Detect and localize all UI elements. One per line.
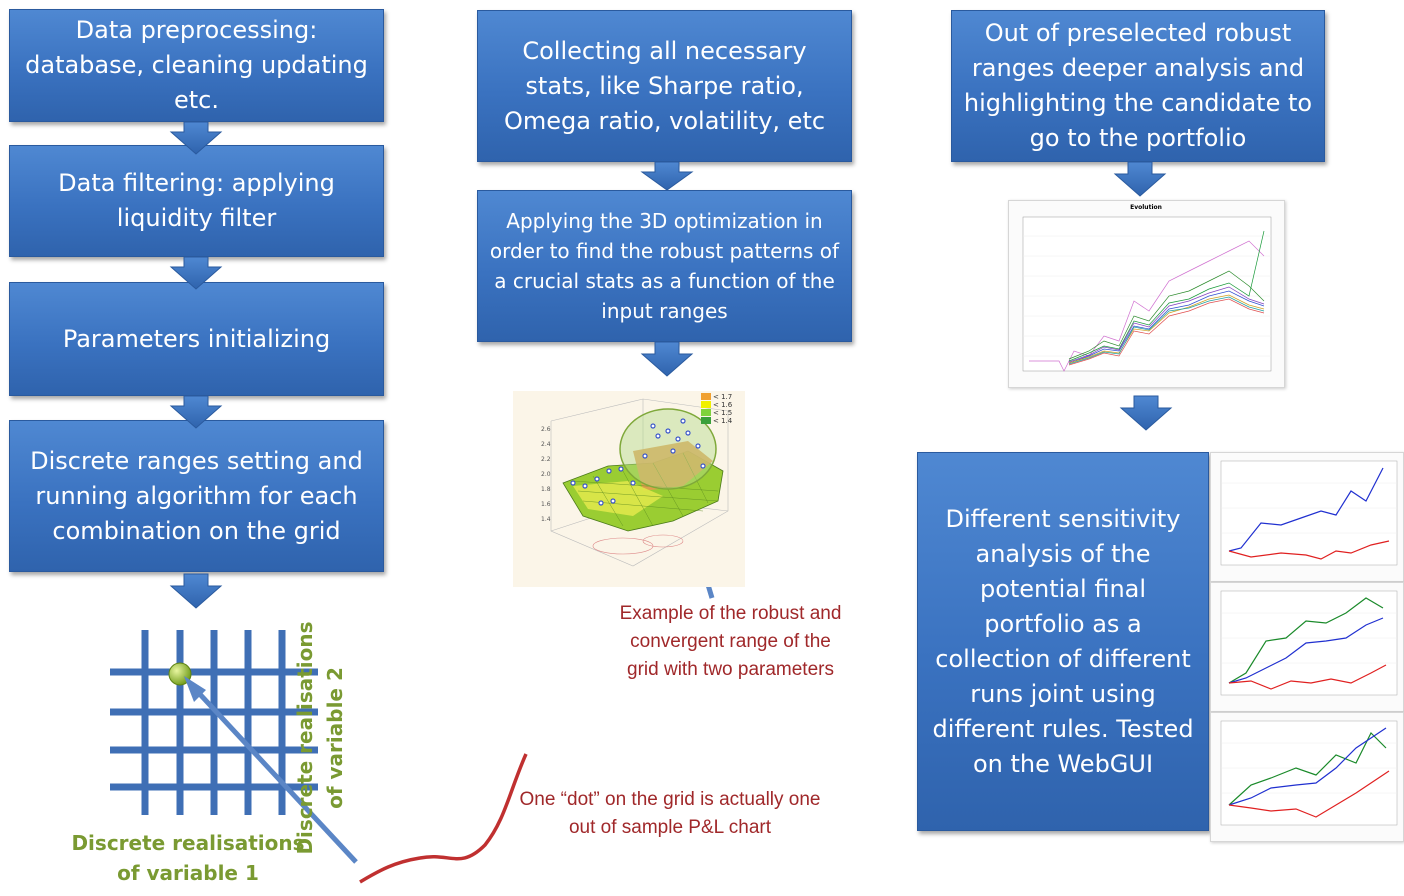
step-data-preprocessing: Data preprocessing: database, cleaning u… [9, 9, 384, 122]
step-text: Data filtering: applying liquidity filte… [58, 169, 335, 232]
down-arrow-5 [640, 161, 694, 191]
svg-text:2.2: 2.2 [541, 456, 551, 463]
evolution-chart: Evolution [1022, 204, 1272, 372]
legend-item: < 1.6 [713, 401, 733, 409]
surface-chart: 2.6 2.4 2.2 2.0 1.8 1.6 1.4 [541, 393, 733, 567]
legend-item: < 1.5 [713, 409, 732, 417]
down-arrow-6 [640, 341, 694, 377]
step-discrete-ranges: Discrete ranges setting and running algo… [9, 420, 384, 572]
pointer-line [194, 688, 358, 864]
step-text: Data preprocessing: database, cleaning u… [25, 16, 368, 114]
down-arrow-3 [169, 395, 223, 429]
down-arrow-4 [169, 573, 223, 609]
dot-note: One “dot” on the grid is actually one ou… [519, 789, 821, 838]
step-text: Discrete ranges setting and running algo… [30, 446, 363, 545]
surface-chart-panel: 2.6 2.4 2.2 2.0 1.8 1.6 1.4 [513, 391, 745, 587]
parameter-grid [110, 630, 318, 815]
svg-text:2.0: 2.0 [541, 471, 551, 478]
step-text: Out of preselected robust ranges deeper … [963, 19, 1313, 152]
step-sensitivity-analysis: Different sensitivity analysis of the po… [917, 452, 1209, 831]
pnl-curve [359, 753, 528, 884]
step-text: Different sensitivity analysis of the po… [932, 504, 1194, 778]
step-text: Parameters initializing [62, 324, 331, 353]
step-text: Collecting all necessary stats, like Sha… [503, 36, 826, 135]
step-collecting-stats: Collecting all necessary stats, like Sha… [477, 10, 852, 162]
step-3d-optimization: Applying the 3D optimization in order to… [477, 190, 852, 342]
step-text: Applying the 3D optimization in order to… [489, 209, 840, 323]
step-deeper-analysis: Out of preselected robust ranges deeper … [951, 10, 1325, 162]
sensitivity-chart-2 [1210, 582, 1404, 712]
svg-text:1.8: 1.8 [541, 486, 551, 493]
legend-item: < 1.7 [713, 393, 732, 401]
sensitivity-chart-1 [1210, 452, 1404, 582]
grid-x-label: Discrete realisations of variable 1 [71, 831, 305, 885]
step-data-filtering: Data filtering: applying liquidity filte… [9, 145, 384, 257]
svg-text:1.4: 1.4 [541, 516, 551, 523]
legend-item: < 1.4 [713, 417, 733, 425]
svg-text:1.6: 1.6 [541, 501, 551, 508]
svg-text:2.4: 2.4 [541, 441, 551, 448]
down-arrow-7 [1113, 161, 1167, 197]
sensitivity-chart-3 [1210, 712, 1404, 842]
grid-y-label: Discrete realisations of variable 2 [293, 621, 347, 855]
surface-note: Example of the robust and convergent ran… [619, 603, 842, 680]
down-arrow-1 [169, 121, 223, 155]
evolution-chart-panel: Evolution [1008, 200, 1285, 388]
surface-legend: < 1.7 < 1.6 < 1.5 < 1.4 [701, 393, 733, 425]
robust-region [619, 408, 717, 490]
down-arrow-2 [169, 256, 223, 290]
step-parameters-initializing: Parameters initializing [9, 282, 384, 396]
svg-text:2.6: 2.6 [541, 426, 551, 433]
evolution-title: Evolution [1130, 204, 1162, 211]
down-arrow-8 [1119, 395, 1173, 431]
